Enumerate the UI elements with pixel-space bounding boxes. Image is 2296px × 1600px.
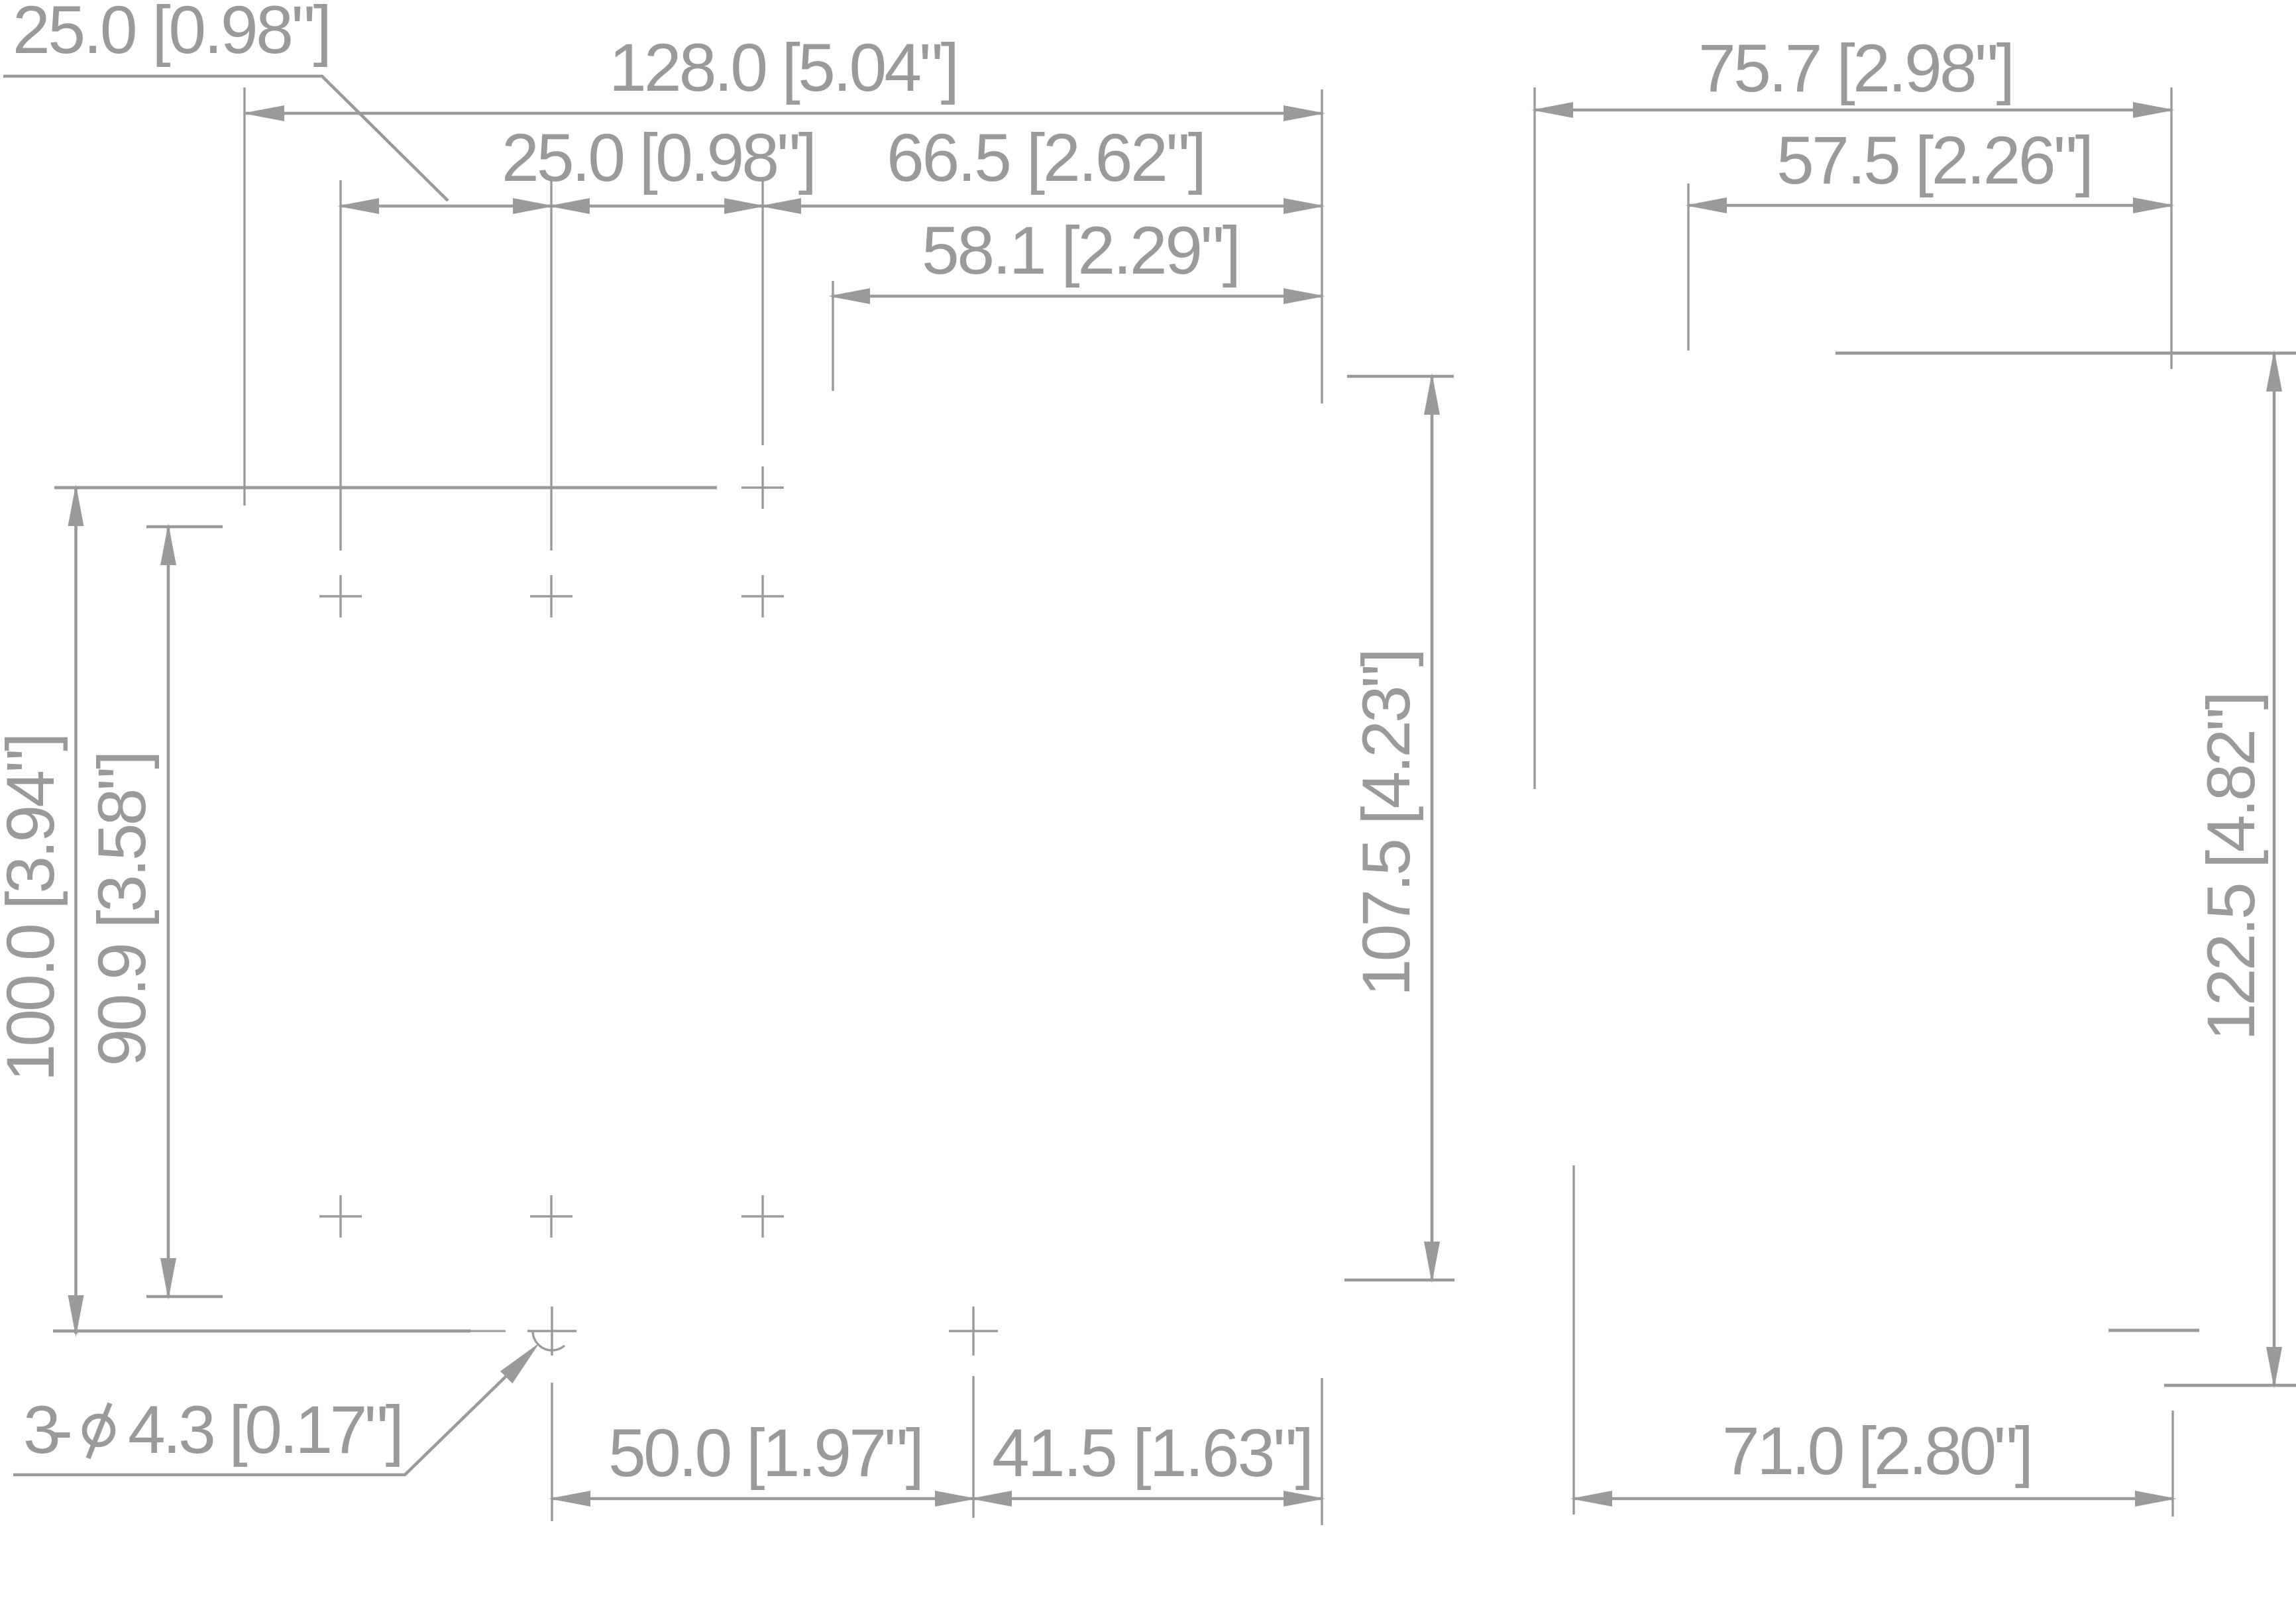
svg-text:122.5 [4.82"]: 122.5 [4.82"]: [2193, 691, 2269, 1041]
svg-text:25.0 [0.98"]: 25.0 [0.98"]: [502, 120, 817, 195]
svg-text:71.0 [2.80"]: 71.0 [2.80"]: [1722, 1413, 2034, 1489]
svg-text:41.5 [1.63"]: 41.5 [1.63"]: [992, 1415, 1314, 1491]
svg-text:90.9 [3.58"]: 90.9 [3.58"]: [84, 751, 160, 1067]
svg-text:3-: 3-: [23, 1392, 73, 1467]
svg-text:107.5 [4.23"]: 107.5 [4.23"]: [1348, 648, 1424, 996]
svg-text:58.1 [2.29"]: 58.1 [2.29"]: [922, 213, 1241, 288]
svg-text:100.0 [3.94"]: 100.0 [3.94"]: [0, 733, 68, 1082]
svg-text:75.7 [2.98"]: 75.7 [2.98"]: [1698, 30, 2015, 106]
svg-text:50.0 [1.97"]: 50.0 [1.97"]: [608, 1415, 924, 1491]
svg-text:25.0 [0.98"]: 25.0 [0.98"]: [13, 0, 332, 68]
svg-text:4.3 [0.17"]: 4.3 [0.17"]: [128, 1392, 404, 1467]
svg-text:66.5 [2.62"]: 66.5 [2.62"]: [887, 120, 1207, 195]
svg-text:57.5 [2.26"]: 57.5 [2.26"]: [1777, 123, 2094, 198]
svg-text:128.0 [5.04"]: 128.0 [5.04"]: [609, 30, 959, 105]
